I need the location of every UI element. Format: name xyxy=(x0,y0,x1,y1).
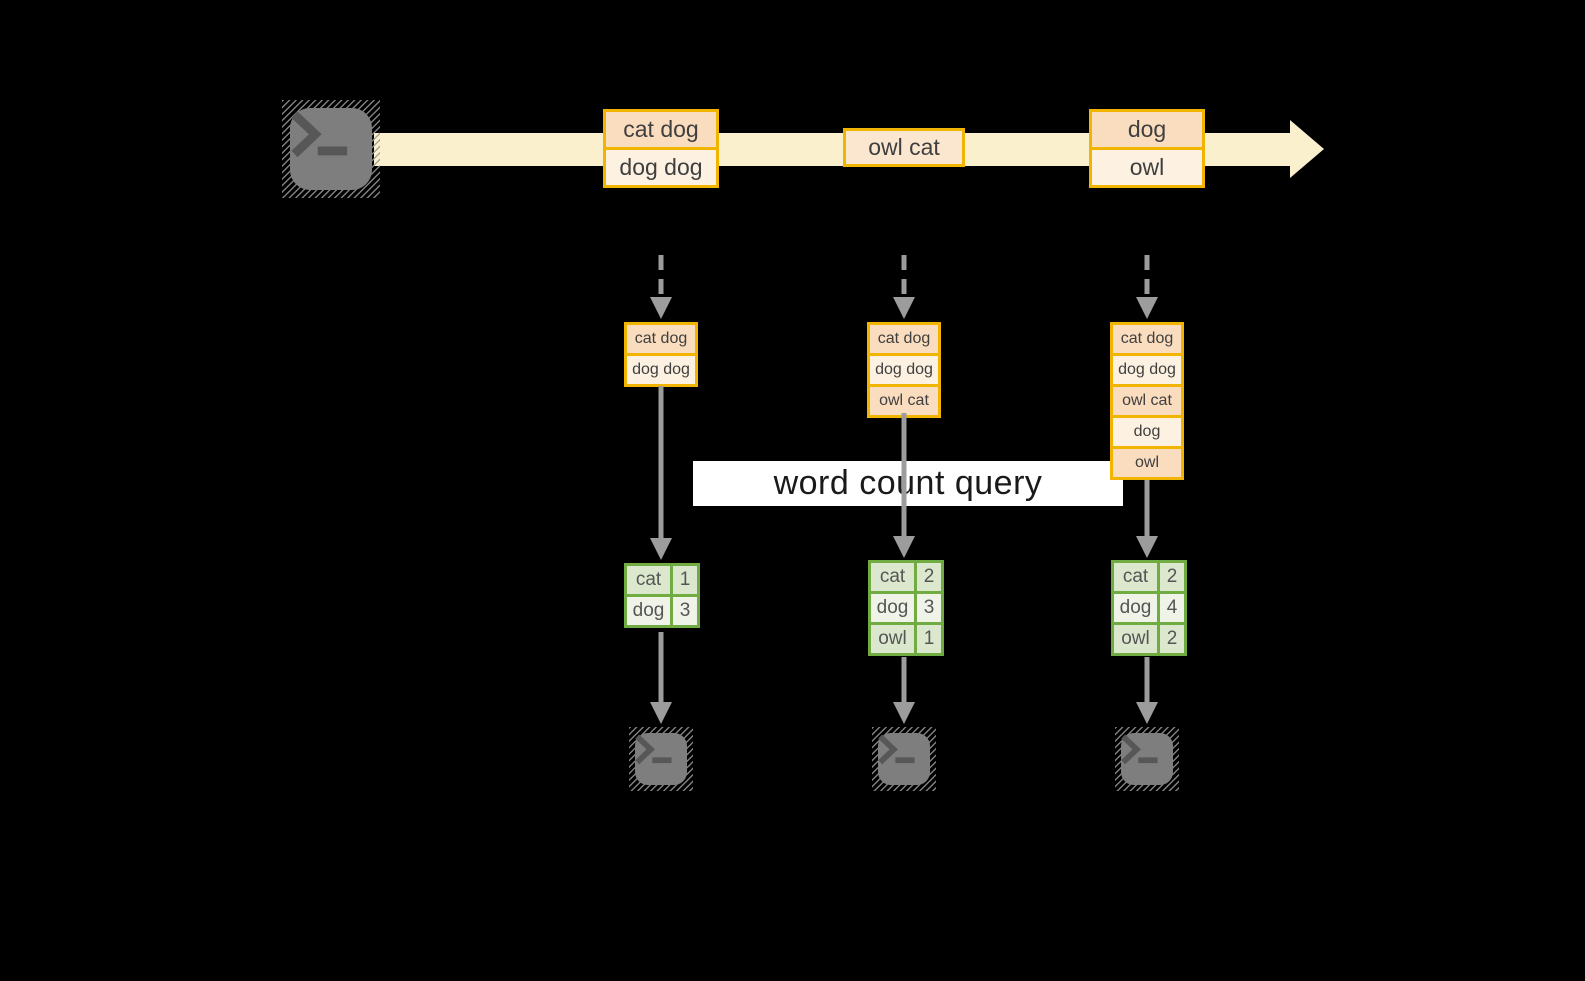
query-label: word count query xyxy=(773,464,1043,502)
count-cell: 2 xyxy=(917,563,941,591)
word-cell: cat xyxy=(1114,563,1157,591)
word-cell: dog xyxy=(1114,594,1157,622)
terminal-prompt-glyph xyxy=(1121,734,1158,765)
stream-arrowhead-icon xyxy=(1290,120,1324,178)
arrow-down-icon xyxy=(650,632,672,724)
input-line: cat dog xyxy=(627,325,695,353)
arrow-down-icon xyxy=(1136,657,1158,724)
dashed-arrow-down-icon xyxy=(650,255,672,319)
event-line: dog xyxy=(1092,112,1202,147)
terminal-prompt-glyph xyxy=(635,734,672,765)
input-line: owl xyxy=(1113,449,1181,477)
terminal-prompt-glyph xyxy=(291,111,348,158)
count-cell: 3 xyxy=(917,594,941,622)
count-cell: 2 xyxy=(1160,563,1184,591)
input-line: dog xyxy=(1113,418,1181,446)
terminal-prompt-glyph xyxy=(878,734,915,765)
terminal-source-icon xyxy=(282,100,380,198)
word-cell: dog xyxy=(871,594,914,622)
arrow-down-icon xyxy=(1136,480,1158,558)
word-cell: cat xyxy=(627,566,670,594)
word-cell: owl xyxy=(1114,625,1157,653)
input-line: dog dog xyxy=(870,356,938,384)
event-line: dog dog xyxy=(606,150,716,185)
count-cell: 3 xyxy=(673,597,697,625)
input-line: cat dog xyxy=(870,325,938,353)
event-line: owl xyxy=(1092,150,1202,185)
event-line: cat dog xyxy=(606,112,716,147)
stream-event-box-3: dog owl xyxy=(1089,109,1205,188)
arrow-down-icon xyxy=(893,657,915,724)
count-cell: 2 xyxy=(1160,625,1184,653)
arrow-down-icon xyxy=(893,413,915,558)
input-line: owl cat xyxy=(870,387,938,415)
count-cell: 4 xyxy=(1160,594,1184,622)
accumulated-input-box-3: cat dog dog dog owl cat dog owl xyxy=(1110,322,1184,480)
query-band: word count query xyxy=(693,461,1123,506)
dashed-arrow-down-icon xyxy=(1136,255,1158,319)
stream-event-box-2: owl cat xyxy=(843,128,965,167)
dashed-arrow-down-icon xyxy=(893,255,915,319)
stream-event-box-1: cat dog dog dog xyxy=(603,109,719,188)
accumulated-input-box-2: cat dog dog dog owl cat xyxy=(867,322,941,418)
accumulated-input-box-1: cat dog dog dog xyxy=(624,322,698,387)
word-cell: cat xyxy=(871,563,914,591)
terminal-sink-icon xyxy=(629,727,693,791)
terminal-sink-icon xyxy=(1115,727,1179,791)
event-line: owl cat xyxy=(846,131,962,164)
terminal-sink-icon xyxy=(872,727,936,791)
word-count-table-3: cat 2 dog 4 owl 2 xyxy=(1111,560,1187,656)
count-cell: 1 xyxy=(917,625,941,653)
input-line: owl cat xyxy=(1113,387,1181,415)
arrow-down-icon xyxy=(650,386,672,560)
word-cell: owl xyxy=(871,625,914,653)
input-line: cat dog xyxy=(1113,325,1181,353)
word-count-table-1: cat 1 dog 3 xyxy=(624,563,700,628)
word-count-table-2: cat 2 dog 3 owl 1 xyxy=(868,560,944,656)
count-cell: 1 xyxy=(673,566,697,594)
word-cell: dog xyxy=(627,597,670,625)
input-line: dog dog xyxy=(627,356,695,384)
input-line: dog dog xyxy=(1113,356,1181,384)
